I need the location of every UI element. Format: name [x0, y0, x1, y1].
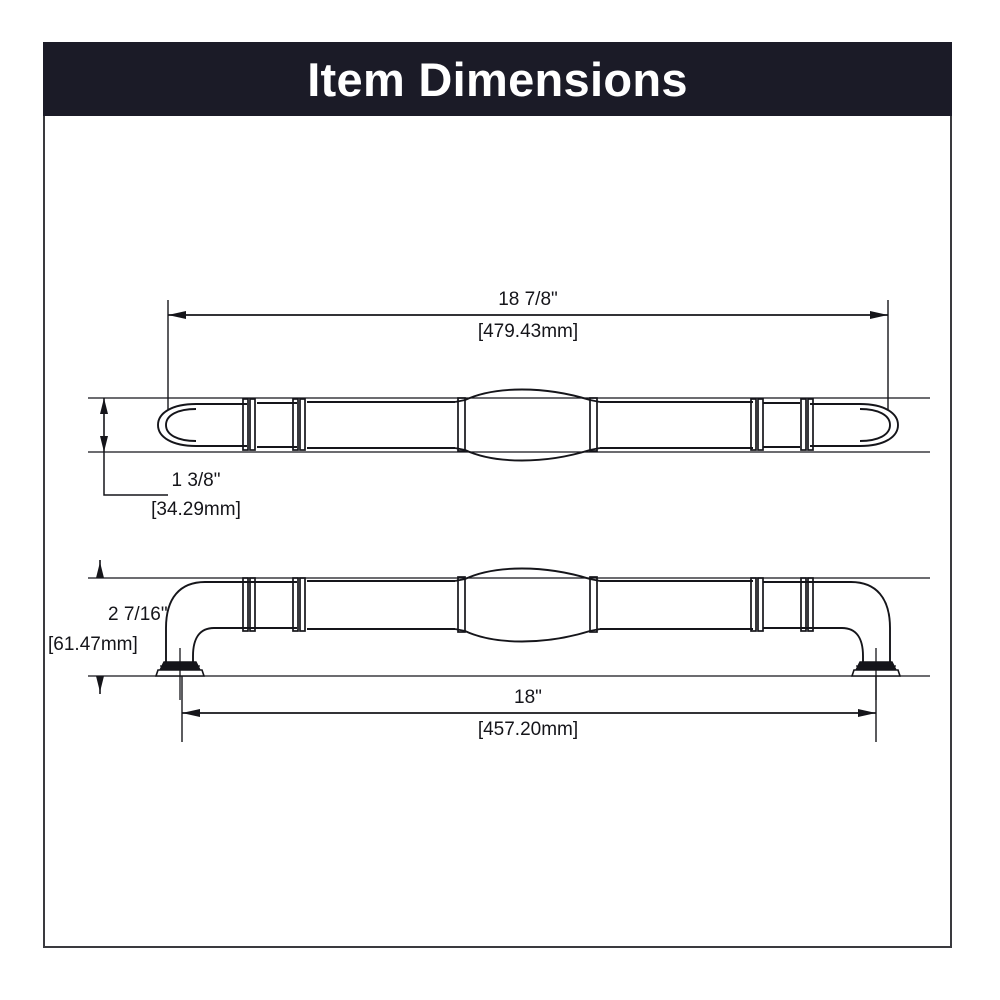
overall-length-dim-line	[168, 311, 888, 319]
center-to-center-dim	[181, 676, 877, 742]
top-view-guide-lines	[88, 397, 930, 453]
side-view-group	[88, 560, 930, 742]
center-to-center-imperial: 18"	[514, 687, 542, 708]
top-view-ring-bands	[242, 397, 814, 452]
projection-height-dim	[96, 560, 104, 694]
center-to-center-metric: [457.20mm]	[478, 719, 578, 740]
dimension-labels: 18 7/8" [479.43mm] 1 3/8" [34.29mm] 2 7/…	[48, 289, 578, 740]
handle-diameter-imperial: 1 3/8"	[171, 470, 220, 491]
projection-height-metric: [61.47mm]	[48, 634, 138, 655]
handle-diameter-metric: [34.29mm]	[151, 499, 241, 520]
top-view-handle-body	[157, 388, 899, 462]
top-view-group	[88, 300, 930, 496]
page-title: Item Dimensions	[307, 52, 688, 106]
overall-length-imperial: 18 7/8"	[498, 289, 558, 310]
top-view-extension-lines	[167, 300, 889, 410]
projection-height-imperial: 2 7/16"	[108, 604, 168, 625]
handle-diameter-dim	[100, 398, 168, 496]
overall-length-metric: [479.43mm]	[478, 321, 578, 342]
side-view-handle-body	[154, 567, 902, 700]
header-band: Item Dimensions	[43, 42, 952, 116]
side-view-guide-lines	[88, 577, 930, 677]
side-view-ring-bands	[242, 576, 814, 633]
